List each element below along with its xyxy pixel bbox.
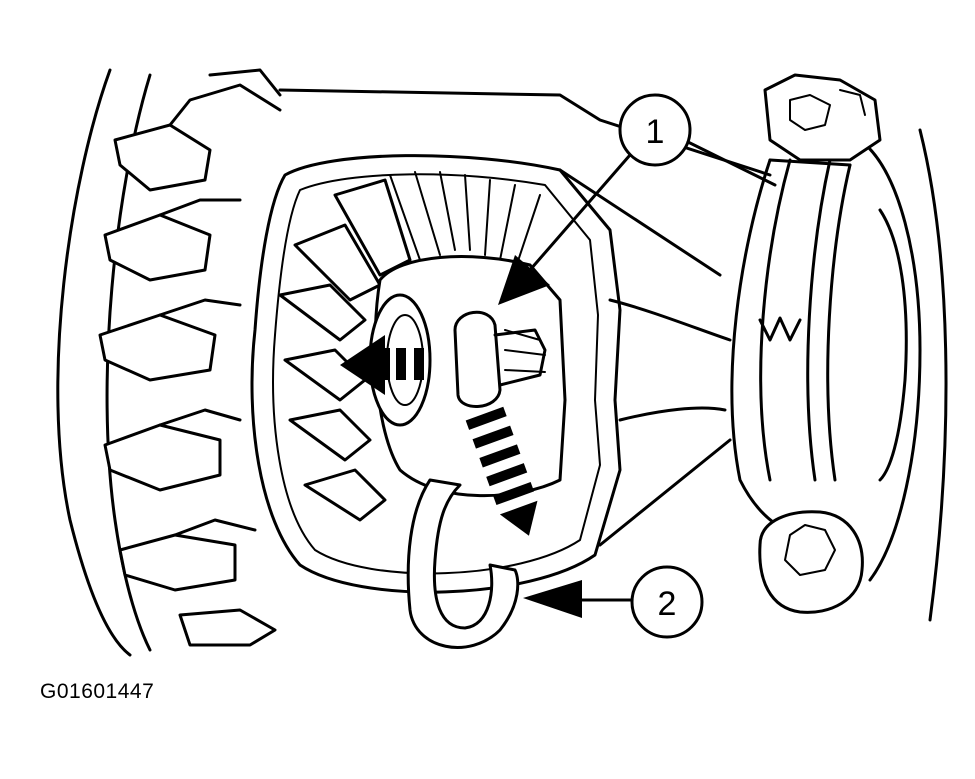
solid-pointer-arrow-icon	[498, 255, 550, 305]
bearing-rail-mid	[558, 168, 722, 277]
bearing-cap	[730, 73, 948, 622]
callout-1-number: 1	[646, 113, 665, 151]
callout-1: 1	[498, 93, 777, 305]
dashed-motion-arrow-icon	[465, 406, 538, 536]
ring-gear	[98, 68, 282, 647]
dashed-motion-arrow-icon	[340, 335, 424, 395]
hook-tool	[406, 478, 520, 649]
carrier-case	[250, 154, 622, 594]
carrier-case-inner	[272, 173, 601, 575]
side-gear	[278, 171, 541, 522]
solid-pointer-arrow-icon	[523, 580, 582, 618]
callout-2: 2	[523, 565, 704, 639]
housing-outer-curve	[56, 68, 132, 657]
figure-id-label: G01601447	[40, 680, 155, 703]
pinion-gear-right	[453, 310, 502, 408]
callout-2-number: 2	[658, 585, 677, 623]
